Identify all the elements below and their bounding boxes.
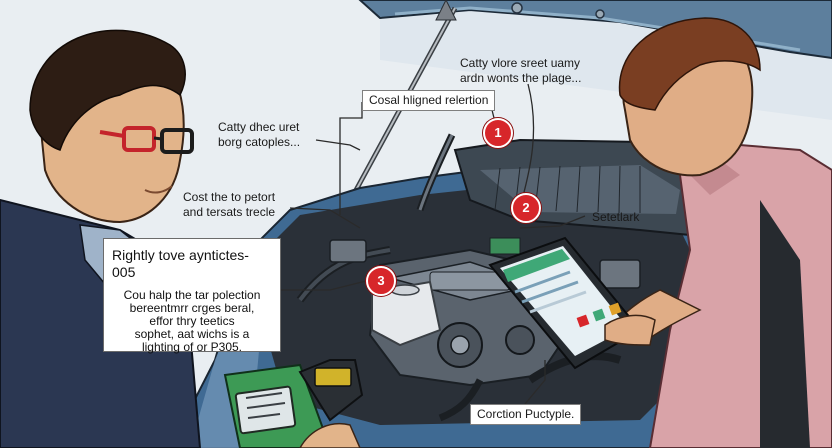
marker-1: 1 [483,118,513,148]
marker-3: 3 [366,266,396,296]
callout-bottom-center: Corction Puctyple. [470,404,582,425]
info-box: Rightly tove ayntictes-005 Cou halp the … [103,238,281,354]
engine-bay [265,133,702,425]
callout-center-header: Cosal hligned relertion [362,90,496,111]
callout-right-mid: Setetlark [592,210,640,224]
info-box-title: Rightly tove ayntictes-005 [112,247,249,280]
diagnostic-tablet-icon [488,236,656,370]
callout-left-upper: Catty dhec uret borg catoples... [218,120,301,149]
info-box-body: Cou halp the tar polection bereentmrr cr… [123,288,261,354]
marker-2: 2 [511,193,541,223]
obd-scanner-icon [223,359,364,448]
callout-top-right: Catty vlore sreet uamy ardn wonts the pl… [460,56,582,85]
callout-left-lower: Cost the to petort and tersats trecle [183,190,276,219]
